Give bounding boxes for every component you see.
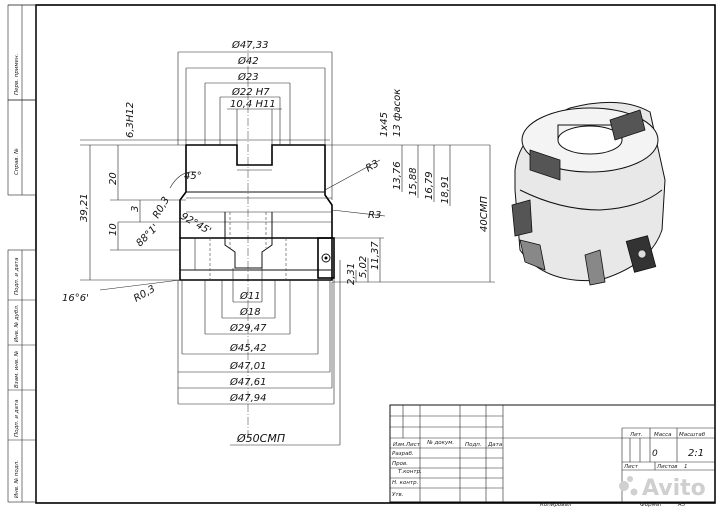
right-dimensions: R3 R3 13,76 15,88 16,79 18,91 40СМП 11,3… bbox=[324, 144, 495, 285]
dim-h40: 40СМП bbox=[479, 196, 490, 232]
tb-format: Формат bbox=[640, 502, 663, 508]
dim-h5-02: 5,02 bbox=[358, 256, 369, 278]
dim-d18: Ø18 bbox=[239, 306, 261, 318]
dim-r0-3: R0,3 bbox=[151, 195, 172, 220]
label-vzam-inv: Взам. инв. № bbox=[14, 350, 20, 388]
dim-h3: 3 bbox=[130, 206, 141, 212]
label-podp-data-2: Подп. и дата bbox=[14, 399, 20, 437]
dim-h2-31: 2,31 bbox=[346, 263, 357, 285]
tb-razrab: Разраб. bbox=[392, 451, 414, 457]
tb-izm: Изм. bbox=[393, 442, 406, 448]
dim-r3b: R3 bbox=[368, 210, 381, 221]
dim-a92-45: 92°45' bbox=[179, 211, 213, 237]
dim-h18-91: 18,91 bbox=[440, 175, 451, 204]
dim-a45: 45° bbox=[184, 171, 202, 182]
side-labels: Перв. примен. Справ. № Подп. и дата Инв.… bbox=[14, 53, 20, 498]
sheet-frame bbox=[7, 4, 716, 504]
tb-lit: Лит. bbox=[629, 432, 643, 438]
tb-list-label: Лист bbox=[623, 464, 639, 470]
dim-d11: Ø11 bbox=[239, 290, 261, 302]
part-section-view bbox=[80, 40, 335, 440]
watermark-text: Avito bbox=[642, 476, 706, 501]
label-inv-dubl: Инв. № дубл. bbox=[14, 304, 20, 342]
tb-t-kontr: Т.контр. bbox=[398, 469, 422, 475]
dim-d42: Ø42 bbox=[237, 55, 259, 67]
label-perv-primen: Перв. примен. bbox=[14, 53, 20, 95]
tb-massa-value: 0 bbox=[652, 449, 658, 459]
dim-d47-61: Ø47,61 bbox=[229, 376, 267, 388]
dim-a16-6: 16°6' bbox=[62, 293, 89, 304]
dim-h13-76: 13,76 bbox=[392, 161, 403, 190]
tb-listov-label: Листов bbox=[656, 464, 678, 470]
tb-list: Лист bbox=[405, 442, 421, 448]
dim-d47-33: Ø47,33 bbox=[231, 39, 269, 51]
tb-n-kontr: Н. контр. bbox=[392, 480, 419, 486]
tb-data: Дата bbox=[487, 442, 503, 448]
tb-listov-value: 1 bbox=[684, 464, 688, 470]
dim-h11-37: 11,37 bbox=[370, 241, 381, 270]
top-dimensions: Ø47,33 Ø42 Ø23 Ø22 H7 10,4 H11 6,3H12 1x… bbox=[125, 39, 403, 200]
title-block: Изм. Лист № докум. Подп. Дата Разраб. Пр… bbox=[389, 404, 716, 508]
dim-d45-42: Ø45,42 bbox=[229, 342, 267, 354]
dim-h20: 20 bbox=[108, 172, 119, 185]
tb-masshtab: Масштаб bbox=[679, 432, 706, 438]
tb-format-value: А3 bbox=[677, 502, 686, 508]
dim-d47-01: Ø47,01 bbox=[229, 360, 267, 372]
dim-h39-21: 39,21 bbox=[79, 193, 90, 222]
label-inv-podl: Инв. № подл. bbox=[14, 460, 20, 498]
dim-chamfer: 1x45 bbox=[379, 112, 390, 137]
bottom-dimensions: Ø11 Ø18 Ø29,47 Ø45,42 Ø47,01 Ø47,61 Ø47,… bbox=[177, 260, 341, 446]
tb-massa: Масса bbox=[654, 432, 672, 438]
tb-scale-value: 2:1 bbox=[688, 448, 704, 459]
tb-no-dokum: № докум. bbox=[426, 440, 454, 446]
tb-kopiroval: Копировал bbox=[540, 502, 572, 508]
dim-d23: Ø23 bbox=[237, 71, 259, 83]
dim-h10: 10 bbox=[108, 223, 119, 236]
dim-d47-94: Ø47,94 bbox=[229, 392, 267, 404]
dim-h16-79: 16,79 bbox=[424, 171, 435, 200]
dim-d22h7: Ø22 H7 bbox=[231, 86, 270, 98]
dim-d50: Ø50СМП bbox=[236, 432, 285, 445]
dim-w10-4: 10,4 H11 bbox=[230, 99, 276, 110]
tb-podp: Подп. bbox=[465, 442, 482, 448]
tb-prov: Пров. bbox=[392, 461, 408, 467]
dim-h6-3: 6,3H12 bbox=[125, 102, 136, 138]
dim-a88-1: 88°1' bbox=[134, 222, 161, 249]
label-podp-data-1: Подп. и дата bbox=[14, 257, 20, 295]
dim-h15-88: 15,88 bbox=[408, 167, 419, 196]
isometric-view bbox=[511, 101, 666, 286]
watermark: Avito bbox=[619, 476, 706, 501]
label-sprav-no: Справ. № bbox=[14, 148, 20, 175]
tb-utv: Утв. bbox=[392, 492, 404, 498]
dim-d29-47: Ø29,47 bbox=[229, 322, 267, 334]
dim-r0-3b: R0,3 bbox=[132, 284, 157, 305]
dim-chamfer-count: 13 фасок bbox=[392, 89, 403, 137]
